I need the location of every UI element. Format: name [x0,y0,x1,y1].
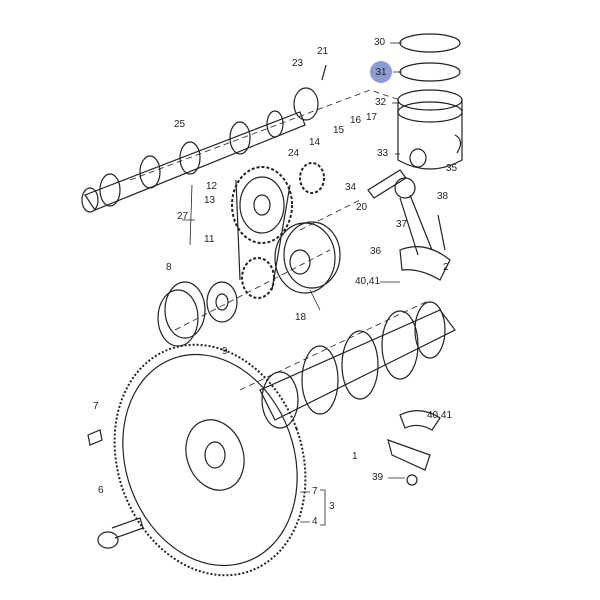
callout-40-41-upper[interactable]: 40,41 [355,276,381,287]
callout-39[interactable]: 39 [372,472,384,483]
callout-31-text: 31 [375,66,387,78]
nut-39 [406,474,418,486]
callout-23[interactable]: 23 [292,58,304,69]
lower-bearing [399,410,441,431]
piston-rings-30-31 [399,33,461,82]
callout-27[interactable]: 27 [177,211,189,222]
callout-32[interactable]: 32 [375,97,387,108]
callout-2[interactable]: 2 [443,262,449,273]
callout-35[interactable]: 35 [446,163,458,174]
callout-14[interactable]: 14 [309,137,321,148]
callout-17[interactable]: 17 [366,112,378,123]
callout-8[interactable]: 8 [166,262,172,273]
piston-32-33 [397,89,463,170]
bearing-shells [157,281,238,347]
callout-25[interactable]: 25 [174,119,186,130]
callout-24[interactable]: 24 [288,148,300,159]
flywheel-bolt [97,517,144,549]
callout-21[interactable]: 21 [317,46,329,57]
callout-38[interactable]: 38 [437,191,449,202]
bearing-cap [387,439,431,471]
callout-37[interactable]: 37 [396,219,408,230]
callout-40-41-lower[interactable]: 40,41 [427,410,453,421]
flywheel [113,343,307,577]
callout-15[interactable]: 15 [333,125,345,136]
callout-16[interactable]: 16 [350,115,362,126]
callout-3[interactable]: 3 [329,501,335,512]
cam-sprocket-chain [231,166,293,299]
leader-lines [182,42,405,526]
callout-4[interactable]: 4 [312,516,318,527]
pulley [274,221,341,294]
dowel-pin [87,429,103,446]
gudgeon-pin [367,169,407,199]
callout-11[interactable]: 11 [204,234,215,245]
callout-13[interactable]: 13 [204,195,216,206]
callout-1[interactable]: 1 [352,451,358,462]
callout-6[interactable]: 6 [98,485,104,496]
callout-30[interactable]: 30 [374,37,386,48]
callout-36[interactable]: 36 [370,246,382,257]
callout-20[interactable]: 20 [356,202,368,213]
bolt-21 [321,64,327,81]
sprocket-14 [299,162,325,194]
callout-7-flywheel[interactable]: 7 [312,486,318,497]
crankshaft [259,301,456,429]
callout-7-dowel[interactable]: 7 [93,401,99,412]
connecting-rod [394,177,451,281]
callout-12[interactable]: 12 [206,181,218,192]
callout-34[interactable]: 34 [345,182,357,193]
callout-9[interactable]: 9 [222,346,228,357]
callout-33[interactable]: 33 [377,148,389,159]
camshaft [81,110,306,213]
callout-18[interactable]: 18 [295,312,307,323]
callout-31-selected[interactable]: 31 [370,61,392,83]
seal [293,87,319,121]
